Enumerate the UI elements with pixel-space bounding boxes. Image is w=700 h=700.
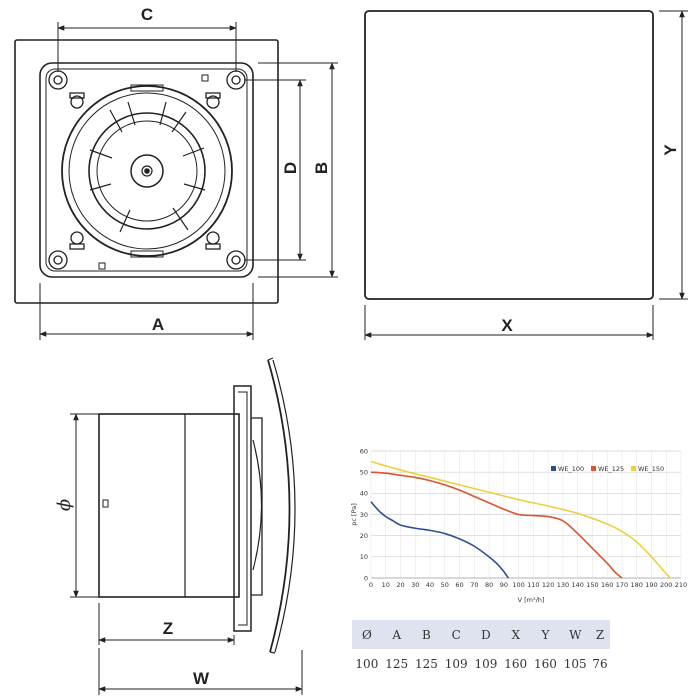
x-tick-label: 40 xyxy=(426,581,434,589)
front-dimensions xyxy=(39,22,338,340)
x-tick-label: 100 xyxy=(512,581,524,589)
mounting-clips xyxy=(69,92,221,250)
table-cell: 76 xyxy=(590,649,610,678)
legend-swatch xyxy=(551,466,556,471)
x-tick-label: 170 xyxy=(616,581,628,589)
chart-series xyxy=(370,460,672,579)
front-inner-frame xyxy=(39,62,254,278)
table-cell: 109 xyxy=(441,649,472,678)
side-dimensions xyxy=(70,413,303,695)
chart-x-label: V [m³/h] xyxy=(518,596,545,604)
x-tick-label: 80 xyxy=(485,581,493,589)
legend-swatch xyxy=(591,466,596,471)
x-tick-label: 50 xyxy=(441,581,449,589)
x-tick-label: 130 xyxy=(557,581,569,589)
series-line-we_100 xyxy=(370,501,509,579)
table-header: Ø xyxy=(352,620,382,649)
x-tick-label: 20 xyxy=(396,581,404,589)
table-header: A xyxy=(381,620,412,649)
dim-label-w: W xyxy=(193,669,210,688)
x-tick-label: 160 xyxy=(601,581,613,589)
x-tick-label: 140 xyxy=(571,581,583,589)
y-tick-label: 50 xyxy=(360,468,368,476)
dim-label-d: D xyxy=(281,162,300,174)
mounting-flange xyxy=(233,385,252,632)
legend-label: WE_125 xyxy=(598,465,624,473)
table-header: Z xyxy=(590,620,610,649)
panel-dimensions xyxy=(364,10,688,340)
table-header: W xyxy=(560,620,591,649)
motor-hub xyxy=(130,154,164,188)
legend-label: WE_150 xyxy=(638,465,664,473)
dim-label-a: A xyxy=(152,315,164,334)
y-tick-label: 0 xyxy=(364,574,368,582)
table-cell: 160 xyxy=(530,649,561,678)
fan-housing xyxy=(61,85,233,257)
series-line-we_125 xyxy=(370,471,623,579)
x-tick-label: 90 xyxy=(500,581,508,589)
y-tick-label: 10 xyxy=(360,553,368,561)
x-tick-label: 30 xyxy=(411,581,419,589)
dim-label-x: X xyxy=(501,316,513,335)
x-tick-label: 210 xyxy=(675,581,687,589)
y-tick-label: 30 xyxy=(360,511,368,519)
legend-label: WE_100 xyxy=(558,465,584,473)
side-view xyxy=(98,357,296,654)
x-tick-label: 10 xyxy=(382,581,390,589)
x-tick-label: 70 xyxy=(470,581,478,589)
dim-label-b: B xyxy=(312,162,331,174)
x-tick-label: 120 xyxy=(542,581,554,589)
dimension-table: Ø A B C D X Y W Z 100 125 125 109 109 16… xyxy=(352,620,610,678)
front-view xyxy=(14,39,279,304)
dim-label-z: Z xyxy=(163,619,173,638)
table-cell: 100 xyxy=(352,649,382,678)
front-outer-plate xyxy=(14,39,279,304)
table-cell: 125 xyxy=(411,649,442,678)
fan-blades xyxy=(89,101,206,233)
table-header-row: Ø A B C D X Y W Z xyxy=(352,620,610,649)
chart-y-label: pc [Pa] xyxy=(350,503,358,525)
table-cell: 160 xyxy=(500,649,531,678)
fan-rotor xyxy=(88,112,206,230)
legend-swatch xyxy=(631,466,636,471)
x-tick-label: 110 xyxy=(527,581,539,589)
x-tick-label: 60 xyxy=(455,581,463,589)
x-tick-label: 150 xyxy=(586,581,598,589)
x-tick-label: 180 xyxy=(631,581,643,589)
dim-label-y: Y xyxy=(661,144,680,156)
table-header: Y xyxy=(530,620,561,649)
front-panel xyxy=(364,10,654,300)
x-tick-label: 200 xyxy=(660,581,672,589)
dim-label-phi: ϕ xyxy=(54,499,75,511)
table-header: C xyxy=(441,620,472,649)
y-tick-label: 20 xyxy=(360,532,368,540)
series-line-we_150 xyxy=(370,460,672,579)
curved-front-panel xyxy=(267,359,291,653)
table-cell: 125 xyxy=(381,649,412,678)
table-value-row: 100 125 125 109 109 160 160 105 76 xyxy=(352,649,610,678)
chart-legend: WE_100 WE_125 WE_150 xyxy=(551,465,664,473)
table-header: D xyxy=(471,620,501,649)
motor-body xyxy=(98,413,240,598)
x-tick-label: 190 xyxy=(645,581,657,589)
x-tick-label: 0 xyxy=(369,581,373,589)
table-cell: 109 xyxy=(471,649,501,678)
table-header: B xyxy=(411,620,442,649)
y-tick-label: 60 xyxy=(360,447,368,455)
y-tick-label: 40 xyxy=(360,490,368,498)
chart-grid xyxy=(370,450,682,579)
dim-label-c: C xyxy=(141,5,153,24)
table-header: X xyxy=(500,620,531,649)
table-cell: 105 xyxy=(560,649,591,678)
